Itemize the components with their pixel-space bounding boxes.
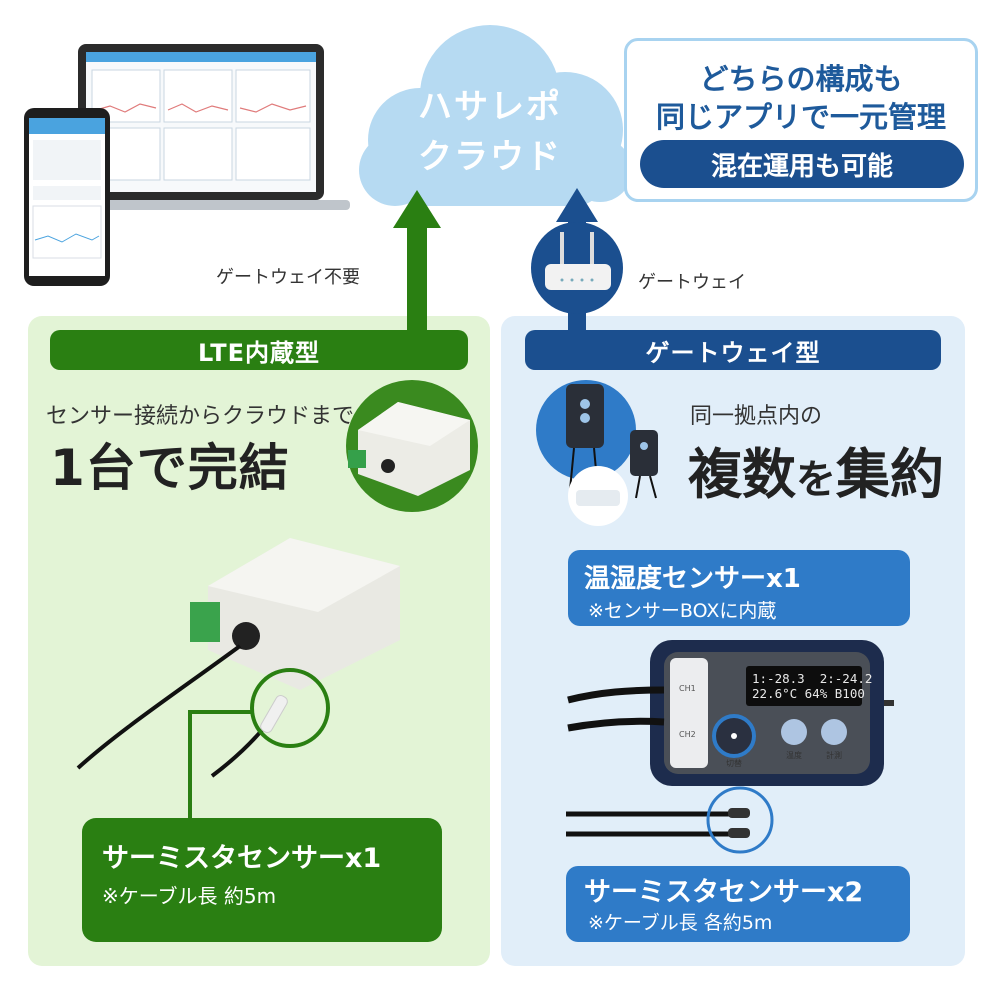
gateway-headline-b: を — [796, 457, 836, 503]
mixed-operation-badge: 混在運用も可能 — [640, 140, 964, 188]
thermistor-sensor-box-left — [82, 818, 442, 942]
lte-subtitle: センサー接続からクラウドまで — [46, 404, 355, 429]
gateway-banner: ゲートウェイ型 — [525, 330, 941, 370]
gateway-devices-small-icon — [536, 380, 658, 526]
temp-button-label: 温度 — [786, 751, 802, 760]
gateway-label: ゲートウェイ — [638, 272, 746, 293]
cloud-label-line2: クラウド — [418, 137, 562, 177]
temp-humidity-sensor-subtitle: ※センサーBOXに内蔵 — [588, 600, 777, 622]
switch-button-label: 切替 — [726, 759, 742, 768]
ch1-label: CH1 — [679, 684, 696, 693]
thermistor-sensor-title-right: サーミスタセンサーx2 — [584, 877, 864, 908]
ch2-label: CH2 — [679, 730, 696, 739]
display-line1: 1:-28.3 2:-24.2 — [752, 671, 873, 686]
thermistor-cables-icon — [566, 786, 774, 854]
display-line2: 22.6°C 64% B100 — [752, 686, 865, 701]
temp-humidity-sensor-title: 温湿度センサーx1 — [584, 564, 801, 594]
gateway-headline-a: 複数 — [688, 443, 796, 506]
info-box-line1: どちらの構成も — [699, 62, 903, 96]
cloud-label: ハサレポ クラウド — [405, 82, 575, 182]
measure-button-label: 計測 — [826, 751, 842, 760]
green-arrow-icon — [393, 190, 441, 330]
gateway-device-icon — [567, 640, 894, 786]
thermistor-sensor-subtitle-left: ※ケーブル長 約5m — [102, 884, 277, 908]
thermistor-sensor-box-right — [566, 866, 910, 942]
lte-device-small-icon — [346, 380, 478, 512]
info-box-line2: 同じアプリで一元管理 — [655, 100, 946, 134]
lte-banner: LTE内蔵型 — [50, 330, 468, 370]
cloud-label-line1: ハサレポ — [418, 87, 562, 127]
router-icon — [531, 222, 623, 314]
gateway-headline-c: 集約 — [836, 443, 944, 506]
phone-icon — [24, 108, 110, 286]
thermistor-sensor-title-left: サーミスタセンサーx1 — [102, 843, 382, 874]
temp-humidity-sensor-box — [568, 550, 910, 626]
info-box-title: どちらの構成も 同じアプリで一元管理 — [624, 60, 978, 136]
gateway-subtitle: 同一拠点内の — [690, 404, 823, 429]
no-gateway-label: ゲートウェイ不要 — [216, 267, 360, 288]
thermistor-sensor-subtitle-right: ※ケーブル長 各約5m — [588, 912, 773, 934]
lte-headline: 1台で完結 — [50, 439, 290, 497]
cloud-icon — [359, 25, 632, 206]
gateway-headline: 複数を集約 — [688, 430, 944, 509]
lte-device-large-icon — [76, 538, 400, 818]
